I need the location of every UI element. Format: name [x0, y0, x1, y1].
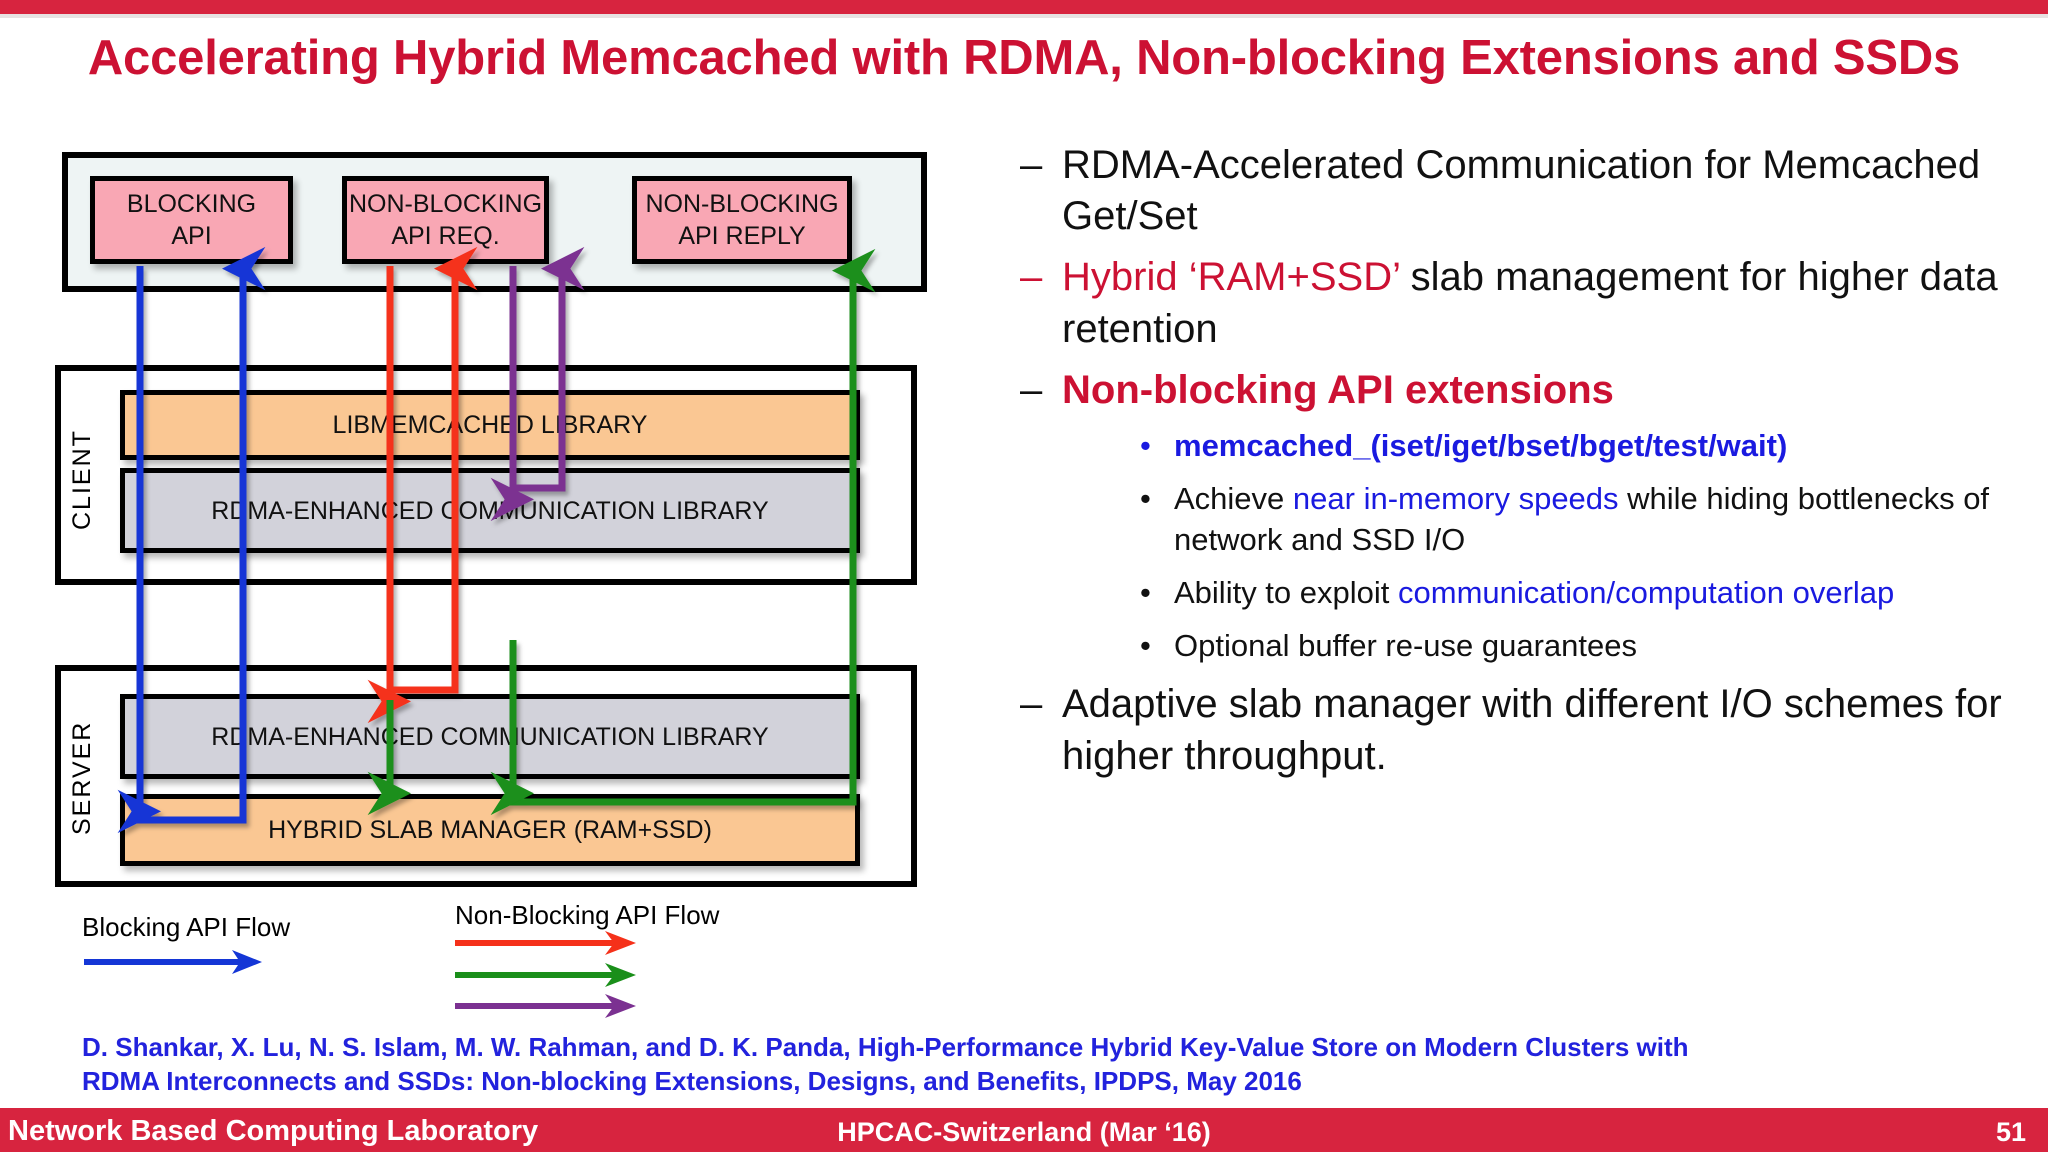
sub-bullet-list: • memcached_(iset/iget/bset/bget/test/wa… — [1132, 426, 2030, 666]
architecture-diagram: CLIENT SERVER BLOCKING API NON-BLOCKING … — [0, 0, 960, 1152]
achieve-highlight: near in-memory speeds — [1292, 481, 1619, 517]
box-nb-req-line2: API REQ. — [391, 222, 500, 250]
box-blocking-api-line1: BLOCKING — [126, 190, 257, 218]
sub-bullet-memcached-api: • memcached_(iset/iget/bset/bget/test/wa… — [1132, 426, 2030, 466]
bullet-hybrid-rest: slab management for higher data retentio… — [1062, 255, 1998, 351]
sub-bullet-overlap: • Ability to exploit communication/compu… — [1132, 573, 2030, 613]
box-nb-req-line1: NON-BLOCKING — [348, 190, 543, 218]
sub-bullet-achieve-speeds-text: Achieve near in-memory speeds while hidi… — [1174, 479, 2030, 560]
bullet-dot: • — [1140, 628, 1151, 664]
overlap-pre: Ability to exploit — [1174, 574, 1398, 610]
achieve-pre: Achieve — [1174, 481, 1293, 517]
bullet-nonblocking-extensions-text: Non-blocking API extensions — [1062, 367, 1614, 412]
bullet-rdma-accelerated: – RDMA-Accelerated Communication for Mem… — [1020, 140, 2030, 242]
top-bar-shadow — [0, 14, 2048, 18]
box-server-rdma-library: RDMA-ENHANCED COMMUNICATION LIBRARY — [120, 694, 860, 779]
server-label: SERVER — [68, 720, 96, 835]
bullet-list: – RDMA-Accelerated Communication for Mem… — [1020, 140, 2030, 792]
overlap-highlight: communication/computation overlap — [1398, 574, 1895, 610]
box-libmemcached-library: LIBMEMCACHED LIBRARY — [120, 390, 860, 460]
footer-event-name: HPCAC-Switzerland (Mar ‘16) — [837, 1117, 1211, 1147]
top-red-bar — [0, 0, 2048, 14]
sub-bullet-buffer-reuse: • Optional buffer re-use guarantees — [1132, 626, 2030, 666]
bullet-nonblocking-extensions: – Non-blocking API extensions — [1020, 365, 2030, 416]
page-title: Accelerating Hybrid Memcached with RDMA,… — [87, 31, 1961, 85]
box-nonblocking-api-reply: NON-BLOCKING API REPLY — [632, 176, 852, 264]
bullet-hybrid-slab: – Hybrid ‘RAM+SSD’ slab management for h… — [1020, 252, 2030, 354]
bullet-dot: • — [1140, 481, 1151, 517]
citation: D. Shankar, X. Lu, N. S. Islam, M. W. Ra… — [82, 1030, 1982, 1099]
box-blocking-api-line2: API — [171, 222, 212, 250]
legend-nonblocking-label: Non-Blocking API Flow — [455, 900, 720, 930]
achieve-post: while hiding bottlenecks of network and … — [1174, 481, 1990, 557]
bullet-dash: – — [1020, 255, 1043, 300]
client-label: CLIENT — [68, 429, 96, 531]
bullet-dash: – — [1020, 367, 1043, 412]
bullet-hybrid-slab-text: Hybrid ‘RAM+SSD’ slab management for hig… — [1062, 252, 2030, 354]
sub-bullet-memcached-api-text: memcached_(iset/iget/bset/bget/test/wait… — [1174, 427, 1788, 463]
bullet-dash: – — [1020, 143, 1043, 187]
sub-bullet-achieve-speeds: • Achieve near in-memory speeds while hi… — [1132, 479, 2030, 560]
bullet-dot: • — [1140, 427, 1151, 463]
bullet-hybrid-highlight: Hybrid ‘RAM+SSD’ — [1062, 255, 1400, 300]
sub-bullet-buffer-reuse-text: Optional buffer re-use guarantees — [1174, 628, 1638, 664]
bullet-dot: • — [1140, 574, 1151, 610]
box-hybrid-slab-manager: HYBRID SLAB MANAGER (RAM+SSD) — [120, 794, 860, 866]
legend-blocking-label: Blocking API Flow — [82, 912, 291, 942]
footer-bar: Network Based Computing Laboratory HPCAC… — [0, 1108, 2048, 1152]
bullet-adaptive-slab-text: Adaptive slab manager with different I/O… — [1062, 682, 2002, 778]
footer-lab-name: Network Based Computing Laboratory — [8, 1115, 539, 1147]
footer-page-number: 51 — [1995, 1117, 2026, 1147]
box-nonblocking-api-req: NON-BLOCKING API REQ. — [342, 176, 549, 264]
citation-line-2: RDMA Interconnects and SSDs: Non-blockin… — [82, 1066, 1302, 1097]
box-blocking-api: BLOCKING API — [90, 176, 293, 264]
citation-line-1: D. Shankar, X. Lu, N. S. Islam, M. W. Ra… — [82, 1032, 1689, 1062]
sub-bullet-overlap-text: Ability to exploit communication/computa… — [1174, 573, 2030, 613]
bullet-rdma-accelerated-text: RDMA-Accelerated Communication for Memca… — [1062, 143, 1981, 239]
box-nb-reply-line1: NON-BLOCKING — [645, 190, 839, 218]
bullet-adaptive-slab: – Adaptive slab manager with different I… — [1020, 679, 2030, 781]
box-client-rdma-library: RDMA-ENHANCED COMMUNICATION LIBRARY — [120, 468, 860, 553]
bullet-dash: – — [1020, 682, 1043, 727]
box-nb-reply-line2: API REPLY — [678, 222, 806, 250]
